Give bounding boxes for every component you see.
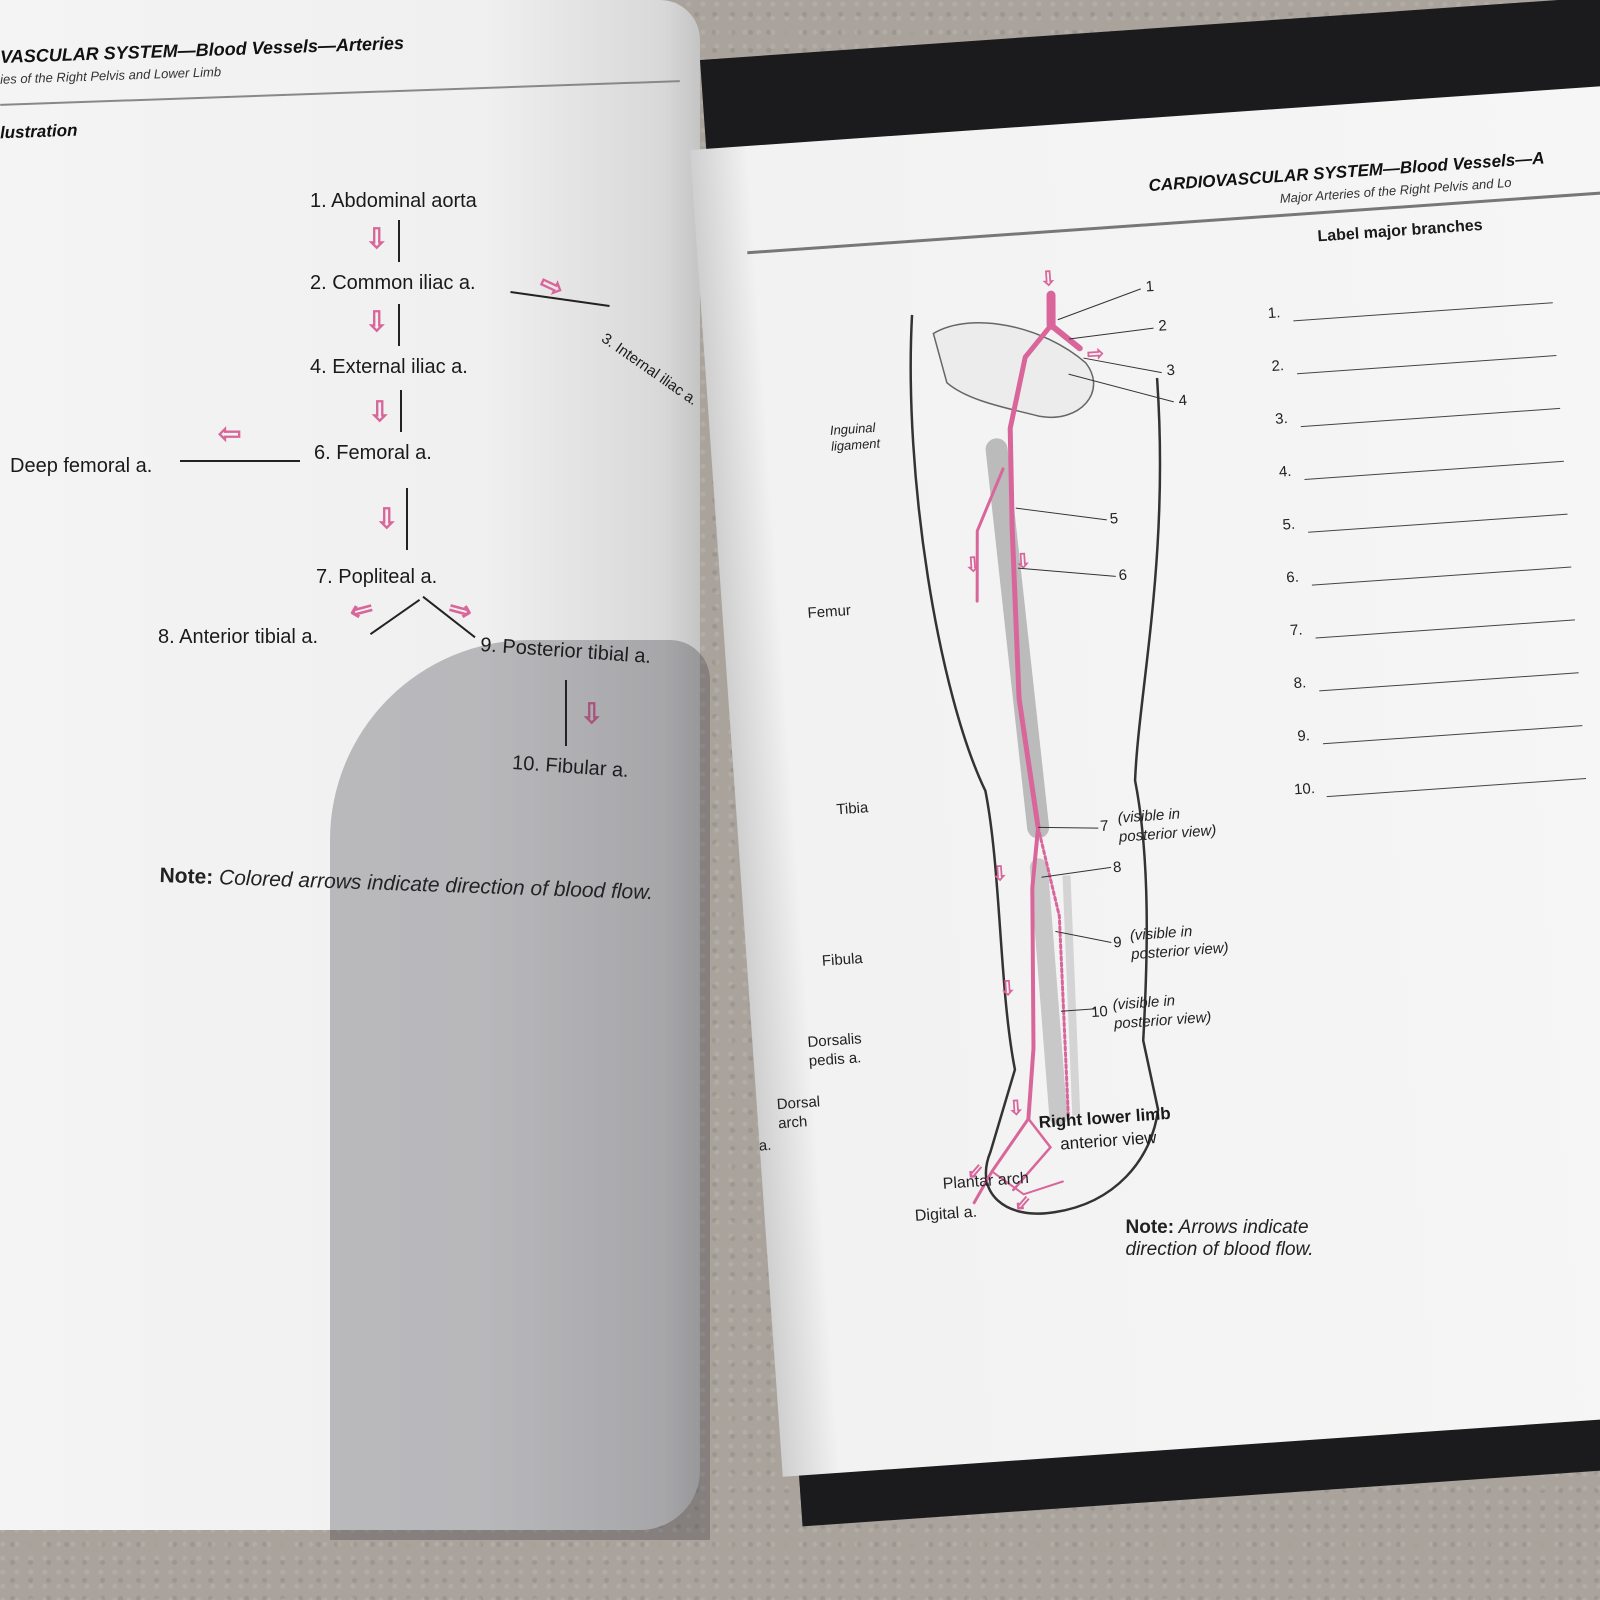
right-note-bold: Note: [1125, 1217, 1175, 1239]
flow-arrow-icon: ⇩ [991, 863, 1009, 886]
connector-line [180, 460, 300, 462]
label-dorsalis-pedis: Dorsalis pedis a. [806, 1030, 863, 1070]
flow-common-iliac: 2. Common iliac a. [310, 272, 476, 294]
flow-fibular: 10. Fibular a. [511, 751, 630, 783]
answer-blank-1[interactable] [1293, 302, 1553, 322]
flow-external-iliac: 4. External iliac a. [310, 356, 468, 378]
pelvis-bone [932, 322, 1095, 419]
flow-arrow-down-icon: ⇩ [368, 396, 392, 427]
answer-number-2: 2. [1270, 357, 1285, 375]
label-dorsal-arch: Dorsal arch [776, 1093, 821, 1132]
callout-9: 9 [1112, 933, 1123, 952]
callout-1: 1 [1145, 277, 1155, 296]
flow-abdominal-aorta: 1. Abdominal aorta [310, 190, 477, 212]
connector-line [565, 680, 567, 746]
answer-blank-8[interactable] [1319, 672, 1579, 692]
callout-7: 7 [1099, 817, 1110, 836]
flow-femoral: 6. Femoral a. [314, 442, 432, 464]
flow-arrow-down-icon: ⇩ [375, 503, 399, 534]
answer-number-6: 6. [1285, 568, 1300, 587]
flow-arrow-down-right-icon: ⇘ [441, 590, 478, 629]
callout-2: 2 [1157, 317, 1168, 335]
flow-arrow-icon: ⇩ [1007, 1097, 1025, 1120]
connector-line [400, 390, 402, 432]
left-header-subtitle: ies of the Right Pelvis and Lower Limb [0, 64, 222, 87]
flow-arrow-icon: ⇩ [1014, 550, 1032, 573]
callout-5: 5 [1109, 510, 1119, 528]
callout-4: 4 [1178, 391, 1188, 410]
answer-blank-4[interactable] [1304, 460, 1564, 480]
flow-posterior-tibial: 9. Posterior tibial a. [479, 634, 652, 668]
flow-arrow-down-icon: ⇩ [580, 698, 604, 729]
flow-arrow-left-icon: ⇦ [218, 418, 242, 449]
tibia-bone [1029, 858, 1068, 1126]
answer-blank-3[interactable] [1300, 407, 1561, 428]
arteries [972, 290, 1083, 1205]
flow-deep-femoral: Deep femoral a. [10, 455, 153, 477]
label-heading: Label major branches [1317, 216, 1484, 246]
callout-lines [1015, 288, 1174, 1012]
label-metatarsal: Metatarsal a. [690, 1136, 772, 1160]
answer-number-4: 4. [1278, 462, 1292, 481]
left-header-title: VASCULAR SYSTEM—Blood Vessels—Arteries [0, 32, 405, 68]
left-note-text: Colored arrows indicate direction of blo… [212, 865, 654, 905]
connector-line [406, 488, 408, 550]
answer-number-7: 7. [1289, 621, 1304, 640]
flow-arrow-icon: ⇙ [1014, 1192, 1032, 1215]
callout-3: 3 [1165, 361, 1176, 380]
left-header-rule [0, 80, 680, 106]
connector-line [398, 304, 400, 346]
left-note: Note: Colored arrows indicate direction … [159, 864, 653, 905]
flow-arrow-down-icon: ⇩ [365, 223, 389, 254]
flow-anterior-tibial: 8. Anterior tibial a. [158, 626, 319, 648]
connector-line [398, 220, 400, 262]
left-section-title: lustration [0, 120, 78, 143]
flow-arrow-icon: ⇨ [1086, 343, 1104, 366]
flow-arrows: ⇩ ⇨ ⇩ ⇩ ⇩ ⇩ ⇩ ⇙ ⇙ [964, 268, 1105, 1215]
leg-artery-illustration: ⇩ ⇨ ⇩ ⇩ ⇩ ⇩ ⇩ ⇙ ⇙ [909, 268, 1174, 1215]
flow-arrow-icon: ⇩ [1039, 268, 1057, 291]
callout-10-note: (visible in posterior view) [1112, 992, 1212, 1033]
flow-arrow-icon: ⇙ [966, 1160, 984, 1183]
answer-blank-7[interactable] [1315, 619, 1575, 639]
answer-blank-2[interactable] [1297, 355, 1557, 375]
callout-9-note: (visible in posterior view) [1129, 922, 1230, 963]
label-inguinal-ligament: Inguinal ligament [829, 419, 881, 455]
flow-arrow-down-icon: ⇩ [365, 306, 389, 337]
flow-arrow-icon: ⇩ [964, 554, 982, 577]
answer-number-10: 10. [1293, 779, 1316, 799]
answer-number-9: 9. [1296, 727, 1311, 746]
flow-popliteal: 7. Popliteal a. [316, 566, 438, 588]
answer-number-8: 8. [1293, 674, 1307, 693]
label-tibia: Tibia [835, 799, 869, 819]
answer-number-3: 3. [1274, 409, 1289, 428]
callout-7-note: (visible in posterior view) [1117, 805, 1217, 846]
answer-number-1: 1. [1267, 304, 1281, 323]
answer-number-5: 5. [1282, 515, 1296, 534]
callout-6: 6 [1118, 566, 1128, 585]
left-note-bold: Note: [159, 864, 214, 889]
flow-internal-iliac: 3. Internal iliac a. [598, 330, 700, 409]
label-femur: Femur [807, 601, 852, 622]
answer-blank-9[interactable] [1322, 725, 1583, 745]
answer-blank-5[interactable] [1308, 513, 1568, 533]
fibula-bone [1062, 875, 1081, 1116]
answer-blank-10[interactable] [1326, 778, 1587, 798]
right-note: Note: Arrows indicate direction of blood… [1126, 1217, 1314, 1261]
callout-8: 8 [1112, 858, 1123, 877]
label-fibula: Fibula [821, 949, 864, 970]
flow-arrow-down-left-icon: ⇙ [344, 590, 380, 629]
limb-outline [909, 314, 1162, 1215]
right-page: CARDIOVASCULAR SYSTEM—Blood Vessels—A Ma… [690, 83, 1600, 1477]
callout-10: 10 [1090, 1002, 1109, 1022]
answer-blank-6[interactable] [1311, 566, 1572, 586]
left-page: VASCULAR SYSTEM—Blood Vessels—Arteries i… [0, 0, 700, 1530]
flow-arrow-icon: ⇩ [999, 977, 1017, 1000]
